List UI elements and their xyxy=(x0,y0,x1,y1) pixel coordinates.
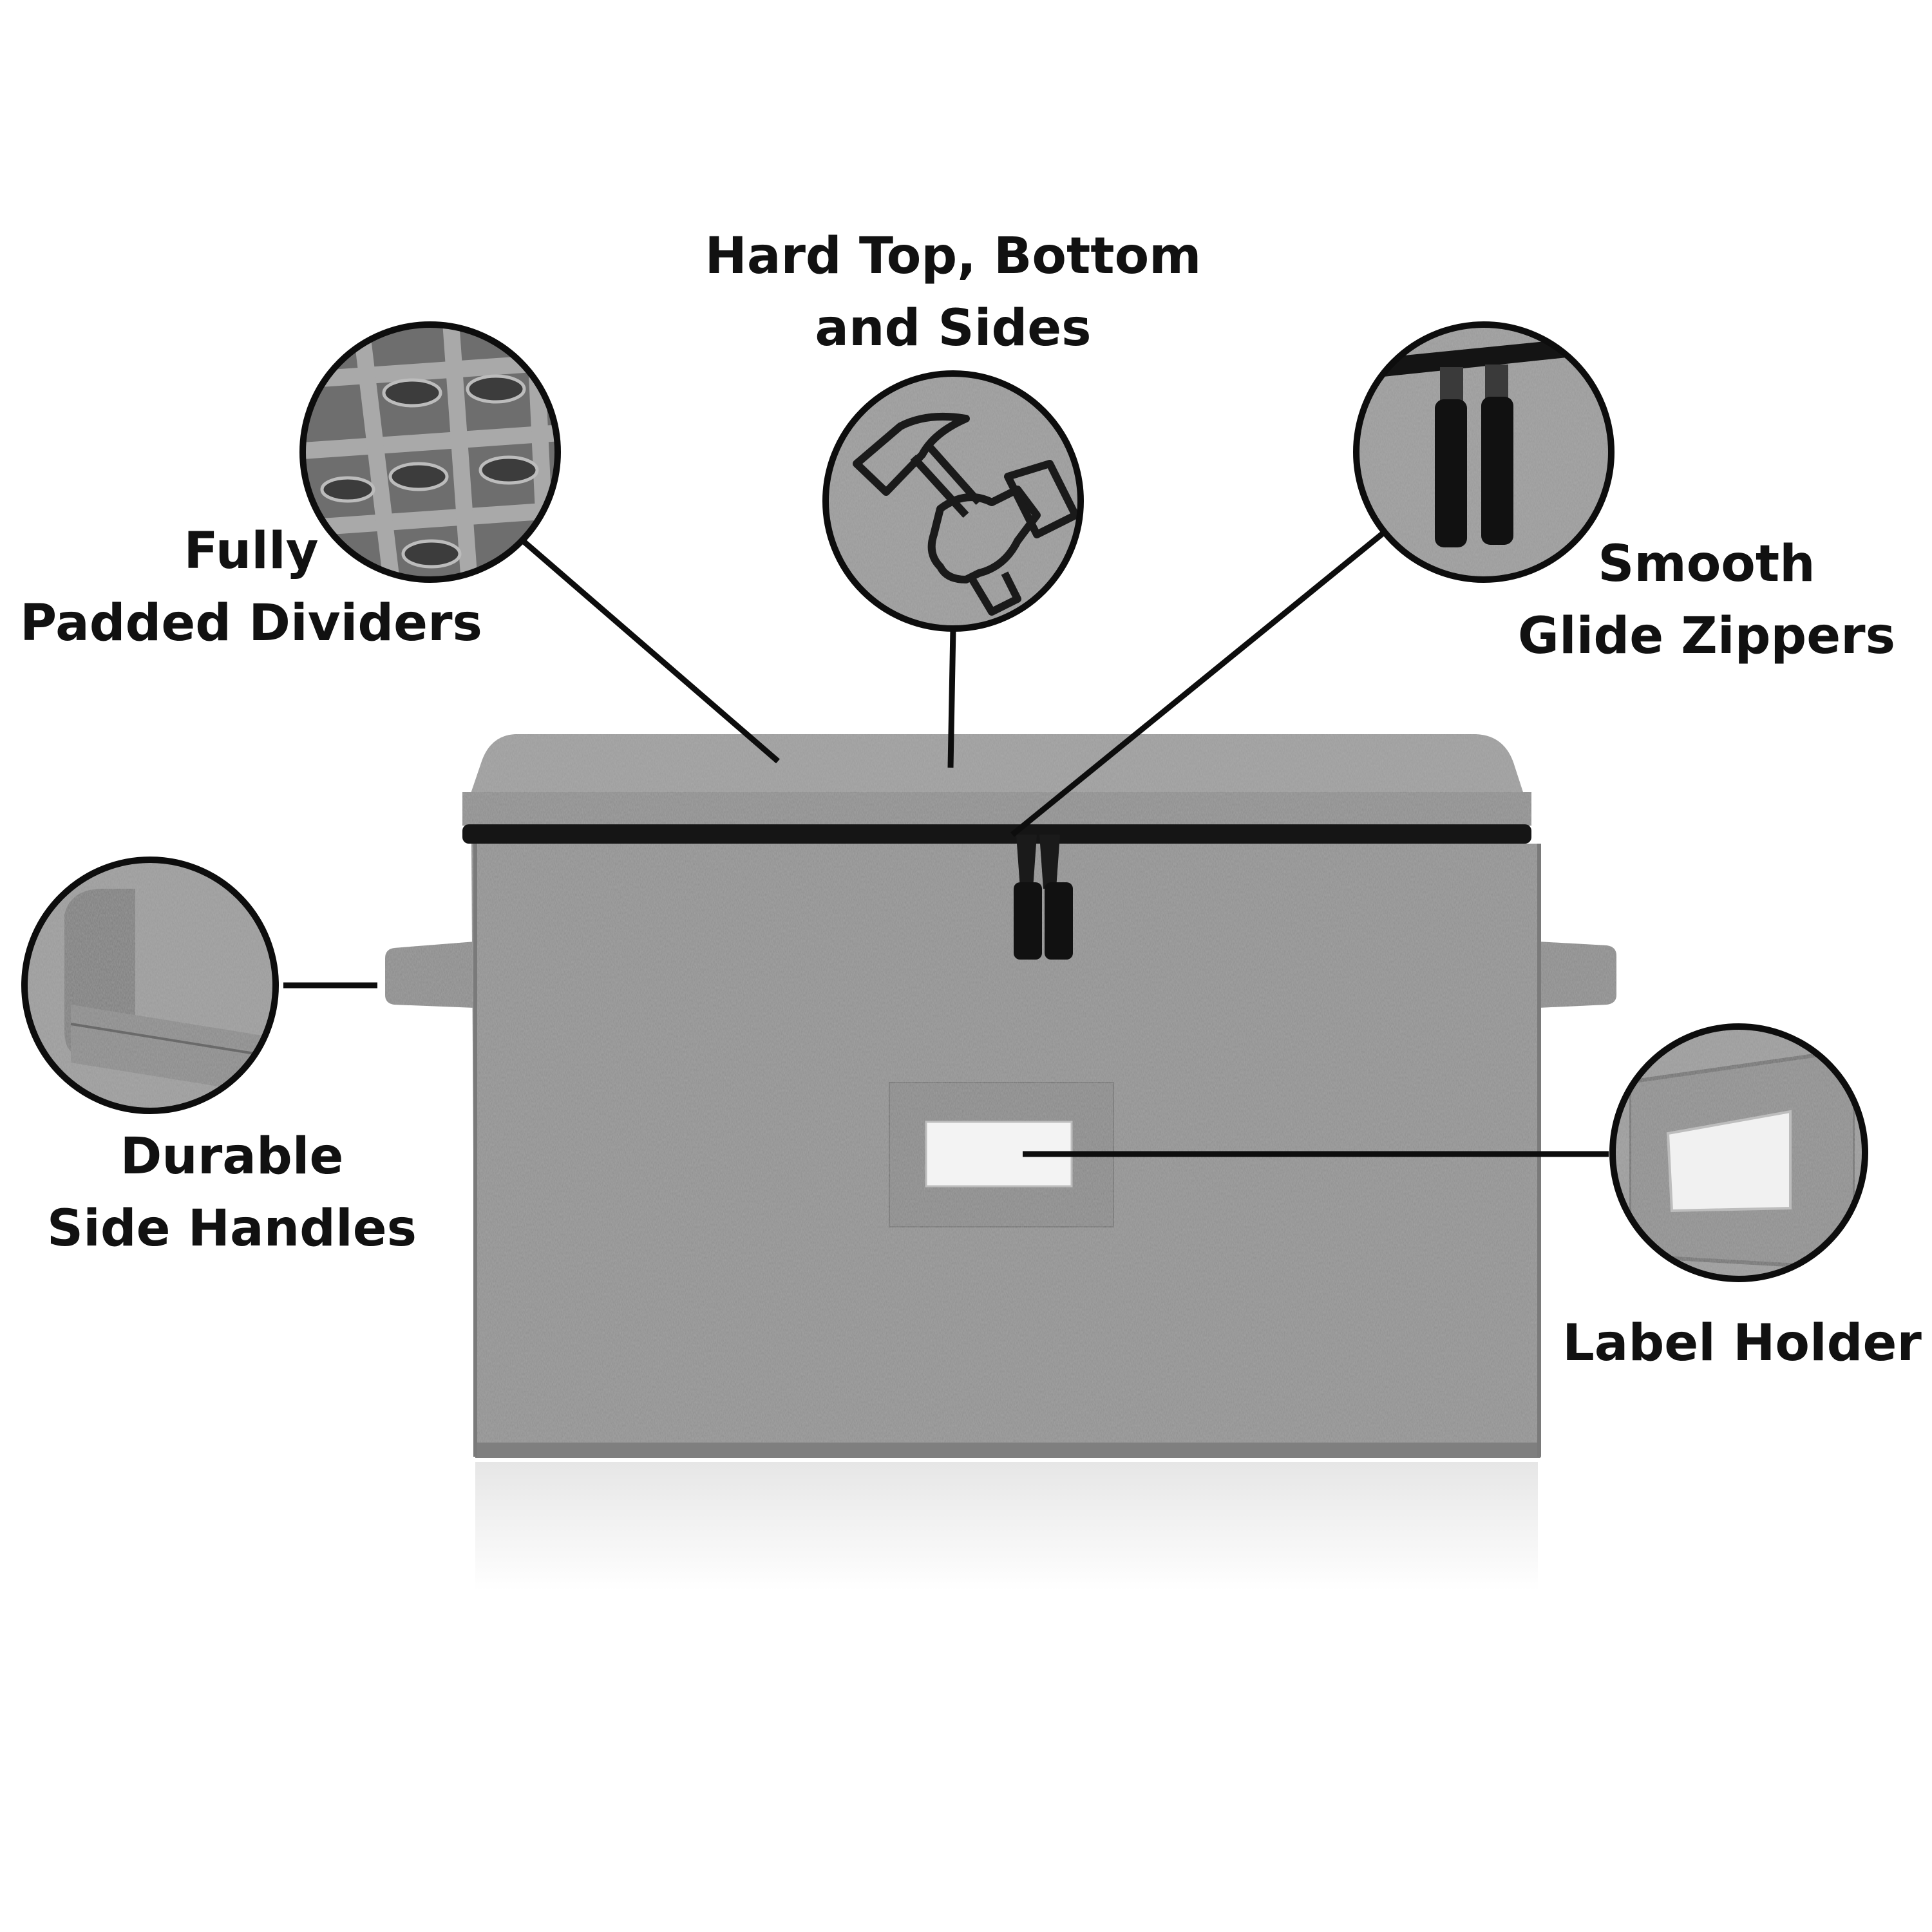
floor-reflection xyxy=(475,1462,1538,1591)
side-handle-icon xyxy=(21,857,279,1114)
storage-box xyxy=(385,734,1616,1458)
callout-label-holder-label: Label Holder xyxy=(1558,1307,1926,1379)
callout-zippers-label: Smooth Glide Zippers xyxy=(1494,528,1919,672)
callout-dividers-line1: Fully xyxy=(184,522,319,580)
zipper-pulls-icon xyxy=(1353,321,1615,583)
zipper-band xyxy=(462,824,1531,844)
callout-label-holder-line1: Label Holder xyxy=(1562,1314,1922,1372)
box-bottom-seam xyxy=(475,1443,1540,1458)
callout-handles-line1: Durable xyxy=(120,1128,344,1186)
connector-lines xyxy=(283,529,1609,1157)
lid-front xyxy=(462,792,1531,826)
callout-handles-label: Durable Side Handles xyxy=(26,1121,438,1265)
label-holder-icon xyxy=(1609,1023,1868,1282)
callout-dividers-label: Fully Padded Dividers xyxy=(19,515,483,659)
callout-hard-top-label: Hard Top, Bottom and Sides xyxy=(696,220,1211,365)
callout-dividers-line2: Padded Dividers xyxy=(20,594,482,652)
callout-zippers-line2: Glide Zippers xyxy=(1517,607,1896,665)
callout-hard-top-line2: and Sides xyxy=(815,299,1092,357)
hammer-in-hand-icon xyxy=(822,370,1084,632)
right-handle xyxy=(1538,942,1616,1008)
callout-hard-top-line1: Hard Top, Bottom xyxy=(705,227,1202,285)
box-zipper-pulls xyxy=(1014,835,1073,960)
callout-zippers-line1: Smooth xyxy=(1598,535,1815,593)
callout-handles-line2: Side Handles xyxy=(46,1200,417,1258)
left-handle xyxy=(385,942,475,1008)
padded-dividers-icon xyxy=(299,321,561,583)
